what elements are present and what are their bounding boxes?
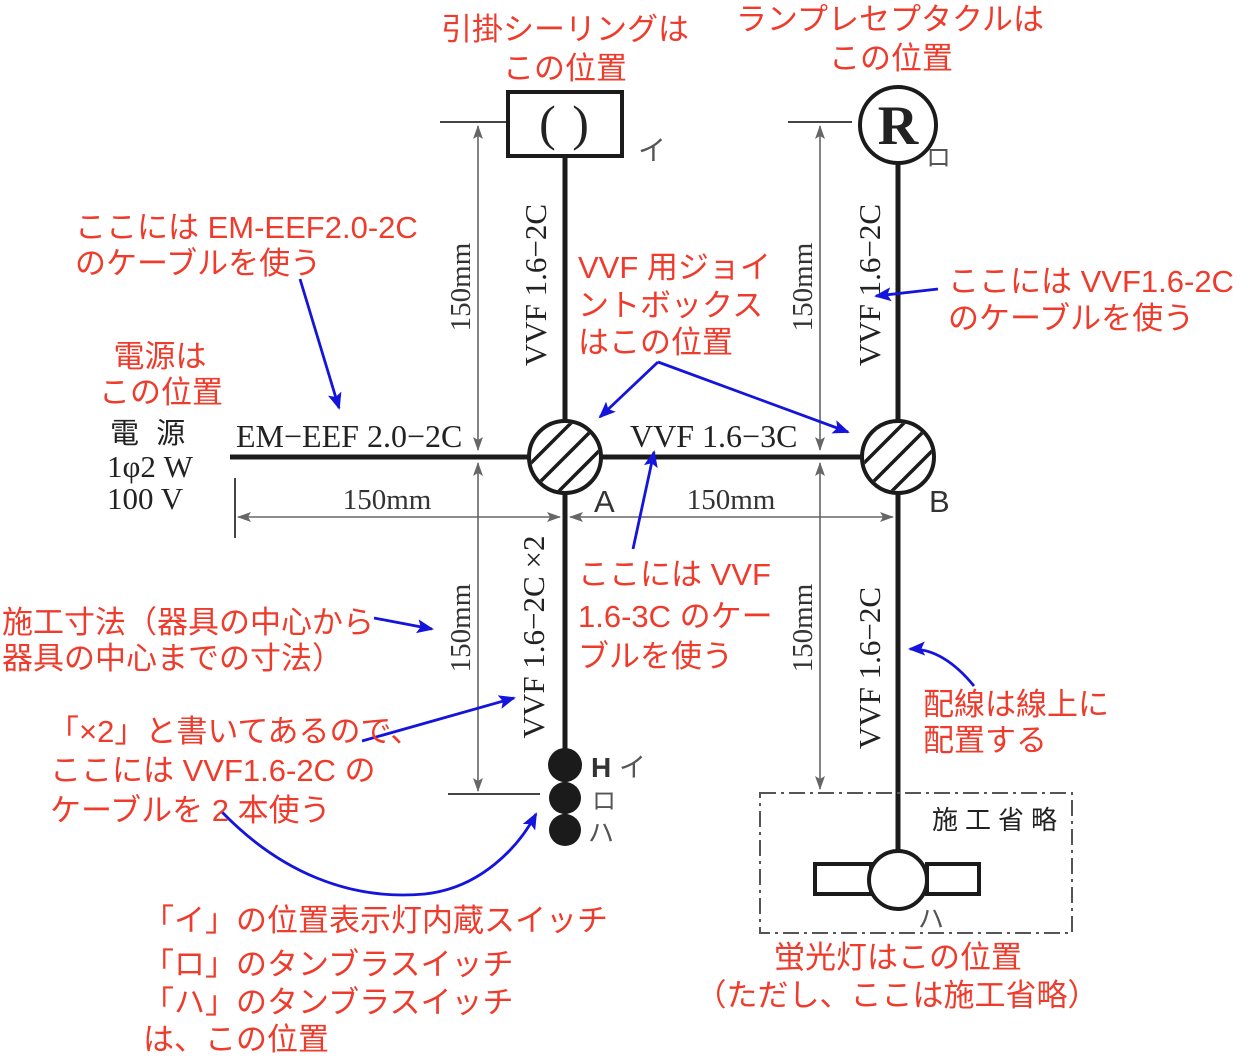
cable-label-vvf-3c: VVF 1.6−3C xyxy=(630,418,797,454)
cable-label-vvf-2c-top-left: VVF 1.6−2C xyxy=(518,204,553,366)
fluorescent-right-arm xyxy=(925,862,981,896)
omission-label: 施工省略 xyxy=(932,806,1064,835)
switch-dot-ro xyxy=(549,782,581,814)
fluorescent-left-arm xyxy=(813,862,873,896)
annotation-x2-line1: 「×2」と書いてあるので、 xyxy=(48,714,421,749)
switch-kana-i: イ xyxy=(619,753,646,783)
annotation-em-eef-line2: のケーブルを使う xyxy=(75,246,321,281)
cable-label-vvf-2c-bottom-right: VVF 1.6−2C xyxy=(852,587,887,749)
arrow-em-eef xyxy=(298,278,342,410)
annotation-power-line1: 電源は xyxy=(114,339,207,374)
power-source-line2: 1φ2 W xyxy=(107,449,194,484)
cable-label-em-eef: EM−EEF 2.0−2C xyxy=(236,418,462,454)
cable-label-vvf-2c-top-right: VVF 1.6−2C xyxy=(852,204,887,366)
arrow-vvf-2c-right xyxy=(874,287,939,302)
annotation-vvf-3c-line1: ここには VVF xyxy=(578,557,771,592)
annotation-vvf-3c-line2: 1.6-3C のケー xyxy=(578,599,773,634)
lamp-receptacle: R ロ xyxy=(858,85,951,172)
annotation-receptacle-line1: ランプレセプタクルは xyxy=(736,2,1044,37)
ceiling-kana-label: イ xyxy=(638,135,666,166)
switch-dot-ha xyxy=(549,814,581,846)
lamp-receptacle-circle xyxy=(858,85,938,165)
arrow-x2-note xyxy=(361,695,516,743)
cable-label-vvf-2c-x2: VVF 1.6−2C ×2 xyxy=(516,536,551,739)
arrow-dimension-note xyxy=(373,616,434,634)
fluorescent-circle xyxy=(867,849,929,911)
omission-dashed-box xyxy=(759,792,1073,934)
annotation-switches-line4: は、この位置 xyxy=(143,1022,329,1057)
switch-dot-i xyxy=(548,748,582,782)
cable-labels: EM−EEF 2.0−2C VVF 1.6−3C VVF 1.6−2C VVF … xyxy=(236,204,887,749)
switch-kana-ro: ロ xyxy=(592,788,616,815)
annotation-vvf-3c-line3: ブルを使う xyxy=(578,639,733,674)
annotation-x2-line2: ここには VVF1.6-2C の xyxy=(50,753,376,788)
arrow-joint-box-b xyxy=(657,360,850,434)
annotation-em-eef-line1: ここには EM-EEF2.0-2C xyxy=(75,210,418,245)
dim-label-top-left: 150mm xyxy=(445,242,477,331)
annotation-receptacle-line2: この位置 xyxy=(829,41,953,76)
annotation-fluorescent-line1: 蛍光灯はこの位置 xyxy=(774,940,1022,975)
annotation-ceiling-line1: 引掛シーリングは xyxy=(441,12,689,47)
dim-label-top-right: 150mm xyxy=(787,242,819,331)
annotation-switches-line1: 「イ」の位置表示灯内蔵スイッチ xyxy=(143,903,608,938)
dim-label-bottom-right: 150mm xyxy=(787,583,819,672)
annotations: 引掛シーリングは この位置 ランプレセプタクルは この位置 ここには EM-EE… xyxy=(2,2,1234,1057)
power-source-label: 電 源 1φ2 W 100 V xyxy=(107,417,194,516)
annotation-routing-line1: 配線は線上に xyxy=(923,687,1109,722)
annotation-vvf-2c-line1: ここには VVF1.6-2C xyxy=(948,264,1234,299)
annotation-fluorescent-line2: （ただし、ここは施工省略） xyxy=(696,978,1099,1013)
annotation-power-line2: この位置 xyxy=(99,375,223,410)
annotation-joint-box-line3: はこの位置 xyxy=(578,325,733,360)
annotation-ceiling-line2: この位置 xyxy=(503,51,627,86)
ceiling-rosette-symbol: ( ) xyxy=(539,95,591,151)
annotation-routing-line2: 配置する xyxy=(923,723,1047,758)
fluorescent-kana-label: ハ xyxy=(918,904,944,934)
switch-kana-ha: ハ xyxy=(588,818,614,848)
joint-box-b-label: B xyxy=(929,484,950,519)
arrow-switches xyxy=(220,811,538,897)
annotation-joint-box-line2: ントボックス xyxy=(578,288,763,323)
ceiling-rosette: ( ) イ xyxy=(506,90,666,166)
dim-label-bottom-left: 150mm xyxy=(445,583,477,672)
dimension-lines: 150mm 150mm 150mm 150mm 150mm 150mm xyxy=(234,121,894,795)
power-source-line3: 100 V xyxy=(107,481,184,516)
annotation-switches-line3: 「ハ」のタンブラスイッチ xyxy=(143,985,513,1020)
annotation-x2-line3: ケーブルを 2 本使う xyxy=(50,793,331,828)
annotation-arrows xyxy=(220,278,976,897)
annotation-dimension-note-line1: 施工寸法（器具の中心から xyxy=(2,605,374,640)
omission-area: 施工省略 xyxy=(759,792,1073,934)
annotation-dimension-note-line2: 器具の中心までの寸法） xyxy=(2,641,343,676)
joint-box-a-label: A xyxy=(594,484,615,519)
arrow-joint-box-a xyxy=(598,360,659,419)
fluorescent-light: ハ xyxy=(813,849,981,934)
power-source-line1: 電 源 xyxy=(110,417,190,450)
switch-h-label: H xyxy=(591,752,611,783)
annotation-joint-box-line1: VVF 用ジョイ xyxy=(578,250,771,285)
lamp-receptacle-letter: R xyxy=(878,95,919,157)
arrow-routing xyxy=(908,641,976,687)
arrow-vvf-3c xyxy=(631,450,658,550)
ceiling-rosette-box xyxy=(506,90,624,158)
annotation-switches-line2: 「ロ」のタンブラスイッチ xyxy=(143,947,513,982)
receptacle-kana-label: ロ xyxy=(926,144,951,172)
annotation-vvf-2c-line2: のケーブルを使う xyxy=(948,301,1194,336)
dim-label-horizontal-left: 150mm xyxy=(343,484,432,516)
dim-label-horizontal-right: 150mm xyxy=(687,484,776,516)
switch-group: H イ ロ ハ xyxy=(548,748,646,848)
